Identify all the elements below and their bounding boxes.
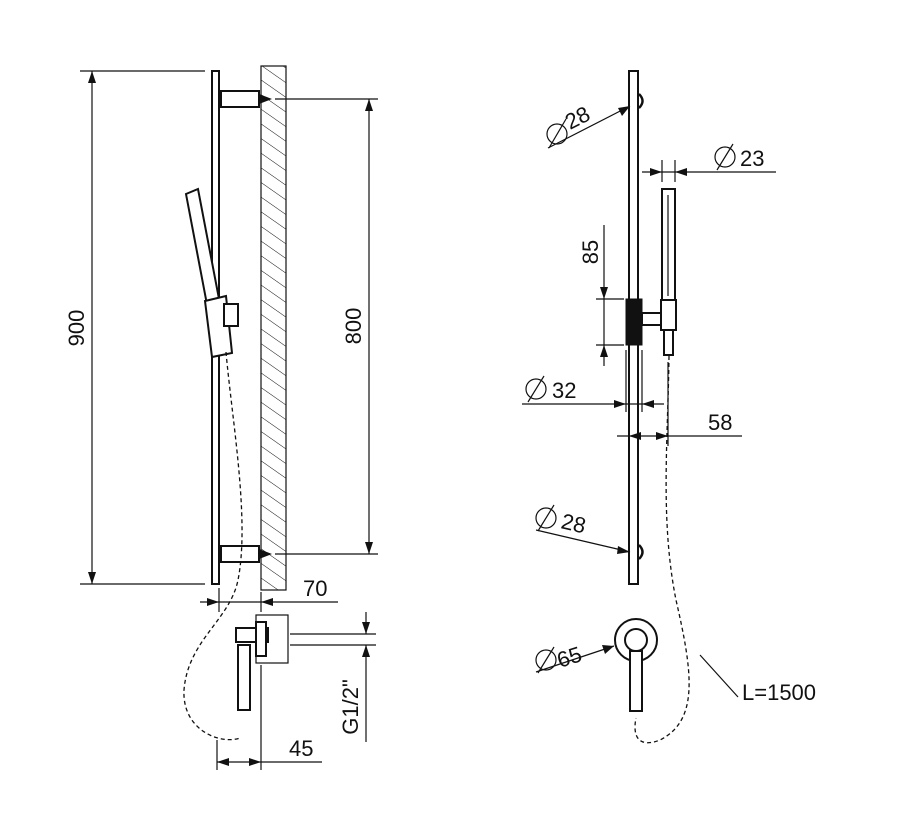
hose-side [183, 351, 243, 741]
diameter-symbol-icon [535, 507, 557, 529]
hand-shower-front [660, 188, 677, 356]
wall-outlet-front [614, 618, 658, 712]
dim-thread: G1/2" [290, 612, 376, 742]
dim-32-label: 32 [552, 378, 576, 403]
wall-outlet-side [235, 614, 289, 711]
dim-58: 58 [617, 360, 742, 446]
dim-diameter-23: 23 [642, 143, 776, 182]
dim-900-label: 900 [64, 310, 89, 347]
dim-28-bottom-label: 28 [559, 509, 588, 539]
side-view: 900 800 70 G1/2" [64, 65, 378, 770]
dim-58-label: 58 [708, 410, 732, 435]
hose-front [634, 355, 690, 744]
dim-hose-length-label: L=1500 [742, 680, 816, 705]
wall-section [260, 65, 287, 591]
dim-23-label: 23 [740, 146, 764, 171]
top-bracket [220, 90, 260, 108]
dim-diameter-28-bottom: 28 [535, 504, 631, 554]
dim-85: 85 [578, 225, 624, 366]
dim-45: 45 [216, 665, 322, 770]
diameter-symbol-icon [525, 378, 547, 400]
dim-diameter-28-top: 28 [546, 101, 631, 149]
front-view: 28 23 85 [522, 70, 816, 744]
dim-85-label: 85 [578, 240, 603, 264]
dim-thread-label: G1/2" [338, 679, 363, 735]
dim-70-label: 70 [303, 576, 327, 601]
dim-800-label: 800 [341, 308, 366, 345]
dim-800: 800 [275, 98, 378, 555]
dim-65-label: 65 [554, 641, 585, 672]
bottom-bracket [220, 545, 260, 563]
diameter-symbol-icon [546, 123, 568, 145]
dim-45-label: 45 [289, 736, 313, 761]
hand-shower-side [184, 187, 239, 359]
dim-diameter-65: 65 [535, 641, 615, 674]
diameter-symbol-icon [714, 146, 736, 168]
diameter-symbol-icon [535, 649, 557, 671]
dim-900: 900 [64, 70, 205, 585]
dim-hose-length: L=1500 [699, 654, 816, 705]
dim-diameter-32: 32 [522, 350, 664, 412]
dim-70: 70 [200, 576, 338, 612]
slider-front [625, 298, 643, 346]
